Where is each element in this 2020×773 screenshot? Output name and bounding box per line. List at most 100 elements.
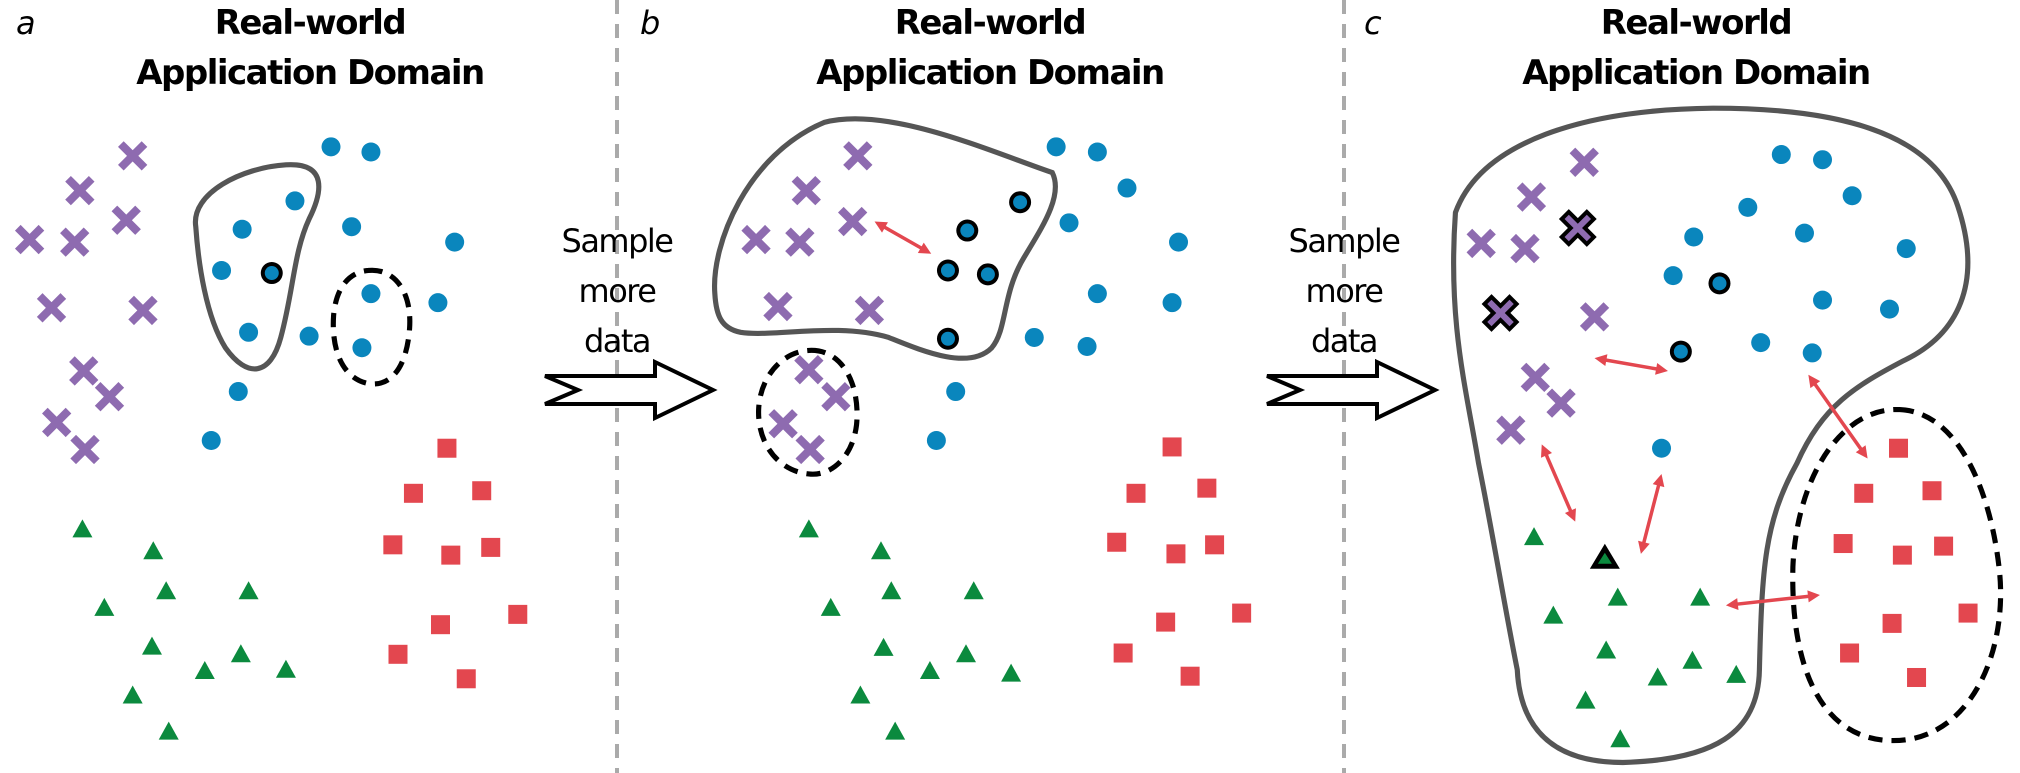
blue-circle-point	[1879, 299, 1899, 319]
blue-circle-point	[1771, 145, 1791, 165]
purple-cross-point	[94, 382, 125, 412]
green-triangle-point	[963, 581, 984, 600]
blue-circle-point	[285, 191, 305, 211]
red-square-point	[1833, 534, 1853, 554]
purple-cross-point	[791, 175, 821, 206]
panel-a-title-line1: Real-world	[215, 3, 405, 43]
red-square-point	[1907, 667, 1927, 687]
green-triangle-point	[1597, 552, 1612, 564]
red-square-point	[1113, 643, 1133, 663]
arrow-head	[1655, 362, 1668, 375]
green-triangle-point	[1726, 664, 1747, 683]
distance-arrow	[1641, 482, 1661, 545]
red-square-point	[508, 604, 528, 624]
distance-arrow	[1735, 594, 1811, 607]
purple-cross-point	[60, 227, 90, 257]
red-square-point	[1107, 532, 1127, 552]
panel-b-title-line2: Application Domain	[816, 53, 1164, 93]
blue-circle-point	[1673, 344, 1688, 359]
purple-cross-point	[741, 224, 771, 255]
red-square-point	[1197, 478, 1217, 498]
red-square-point	[481, 537, 501, 557]
sample-arrow-icon	[544, 358, 718, 422]
red-square-point	[472, 481, 492, 501]
blue-circle-point	[212, 260, 232, 280]
green-triangle-point	[850, 685, 871, 704]
purple-cross-point	[42, 407, 72, 438]
blue-circle-point	[1813, 290, 1833, 310]
green-triangle-point	[230, 644, 251, 663]
purple-cross-point	[1487, 299, 1514, 327]
purple-cross-point	[70, 434, 100, 465]
blue-circle-point	[1087, 142, 1107, 162]
green-triangle-point	[1543, 605, 1564, 624]
blue-circle-point	[428, 293, 448, 313]
red-square-point	[388, 644, 408, 664]
arrow-head	[1808, 374, 1821, 389]
red-square-point	[403, 483, 423, 503]
blue-circle-point	[946, 382, 966, 402]
panel-label-a: a	[16, 4, 36, 42]
red-square-point	[1934, 536, 1954, 556]
purple-cross-point	[1546, 388, 1576, 418]
blue-circle-point	[352, 338, 372, 358]
blue-circle-point	[201, 430, 221, 450]
arrow-head	[1652, 473, 1665, 488]
blue-circle-point	[1169, 232, 1189, 252]
purple-cross-point	[69, 356, 99, 386]
red-square-point	[1840, 643, 1860, 663]
blue-circle-point	[321, 137, 341, 157]
red-square-point	[456, 669, 476, 689]
green-triangle-point	[870, 541, 891, 560]
blue-circle-point	[1842, 186, 1862, 206]
green-triangle-point	[1690, 587, 1711, 606]
green-triangle-point	[194, 661, 215, 680]
purple-cross-point	[843, 141, 873, 171]
arrow-head	[1541, 444, 1553, 458]
blue-circle-point	[1813, 150, 1833, 170]
purple-cross-point	[1496, 415, 1526, 445]
red-square-point	[1205, 535, 1225, 555]
purple-cross-point	[1516, 182, 1547, 212]
dashed-outline-b	[756, 347, 860, 477]
transition-2-line3: data	[1311, 322, 1377, 360]
green-triangle-point	[122, 685, 143, 704]
blue-circle-point	[361, 284, 381, 304]
red-square-point	[1156, 612, 1176, 632]
red-square-point	[1180, 666, 1200, 686]
blue-circle-point	[1684, 227, 1704, 247]
green-triangle-point	[143, 541, 164, 560]
purple-cross-point	[821, 382, 851, 412]
blue-circle-point	[1802, 343, 1822, 363]
blue-circle-point	[342, 217, 362, 237]
blue-circle-point	[239, 322, 259, 342]
green-triangle-point	[238, 581, 259, 600]
green-triangle-point	[1524, 527, 1545, 546]
purple-cross-point	[795, 434, 825, 465]
green-triangle-point	[956, 644, 976, 663]
blue-circle-point	[1794, 223, 1814, 243]
green-triangle-point	[156, 581, 177, 600]
blue-circle-point	[1712, 276, 1727, 291]
purple-cross-point	[1564, 214, 1592, 242]
blue-circle-point	[1077, 336, 1097, 356]
panel-label-c: c	[1364, 4, 1382, 42]
red-square-point	[1126, 483, 1146, 503]
blue-circle-point	[1117, 178, 1137, 198]
panel-c-title-line1: Real-world	[1601, 3, 1791, 43]
green-triangle-point	[158, 721, 179, 740]
purple-cross-point	[128, 295, 158, 326]
blue-circle-point	[1013, 195, 1028, 210]
blue-circle-point	[361, 142, 381, 162]
red-square-point	[1162, 437, 1182, 457]
purple-cross-point	[794, 354, 824, 385]
blue-circle-point	[1059, 213, 1079, 233]
green-triangle-point	[94, 597, 115, 616]
purple-cross-point	[36, 293, 67, 323]
transition-2-line2: more	[1306, 272, 1383, 310]
panel-c-title-line2: Application Domain	[1522, 53, 1870, 93]
blue-circle-point	[1896, 239, 1916, 259]
arrow-head	[1855, 445, 1868, 459]
green-triangle-point	[141, 636, 162, 655]
distance-arrow	[882, 224, 924, 251]
